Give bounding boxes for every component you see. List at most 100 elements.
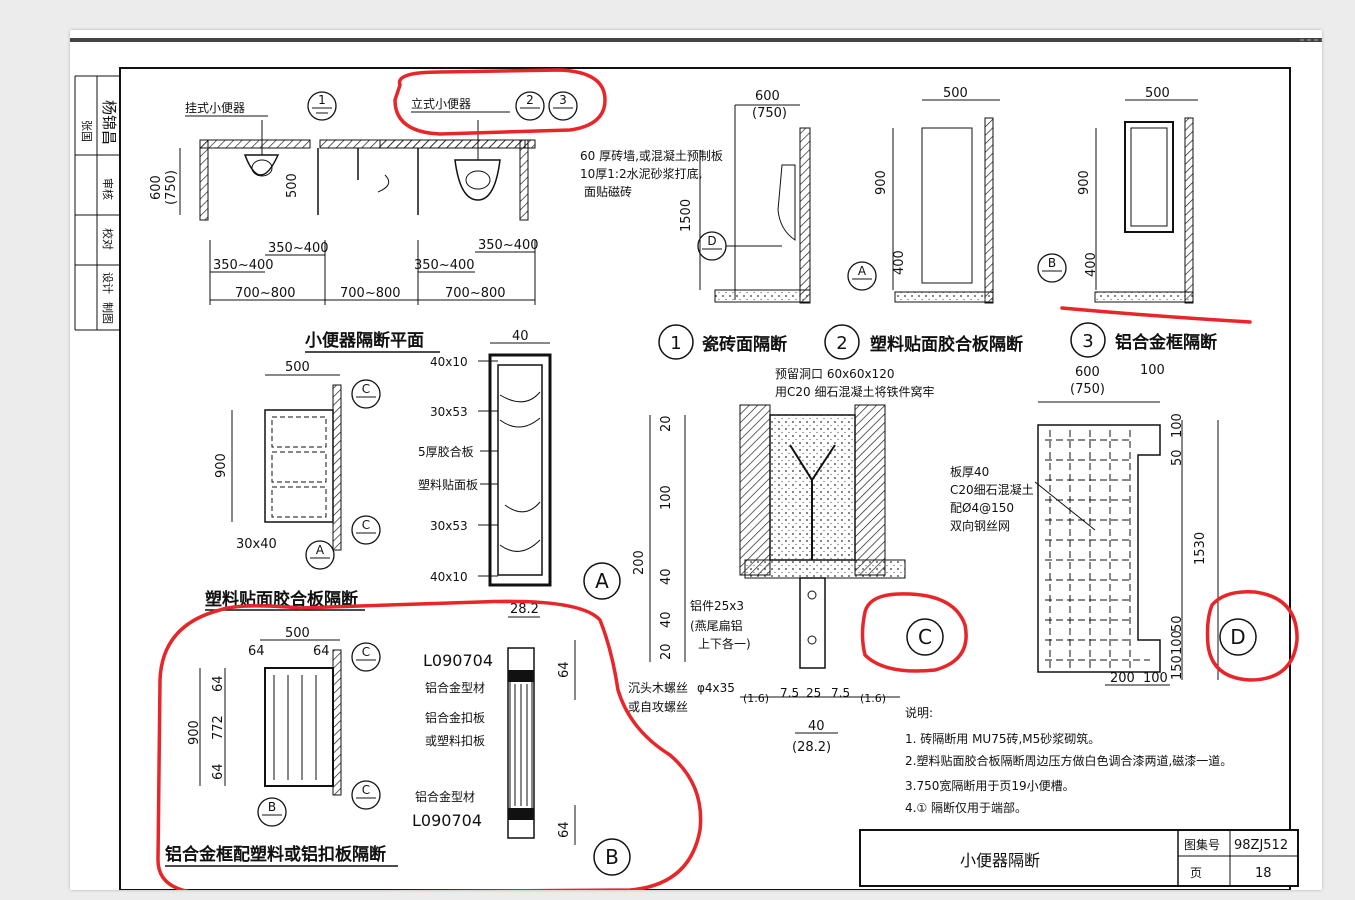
detD-l3: 配Ø4@150 bbox=[950, 501, 1014, 515]
notes-block: 说明: 1. 砖隔断用 MU75砖,M5砂浆砌筑。 2.塑料贴面胶合板隔断周边压… bbox=[905, 705, 1232, 815]
note-3: 3.750宽隔断用于页19小便槽。 bbox=[905, 778, 1075, 793]
secB-dim-64a: 64 bbox=[557, 661, 572, 678]
secB-tag: B bbox=[605, 845, 619, 869]
callout-1-label: 1 bbox=[318, 93, 326, 107]
secA-dim-40: 40 bbox=[512, 329, 529, 344]
detC-iron3: 上下各一) bbox=[698, 636, 751, 651]
dim-700-800-c: 700~800 bbox=[445, 286, 506, 301]
detC-screw1: 沉头木螺丝 bbox=[628, 681, 688, 695]
red-markup bbox=[156, 68, 1299, 895]
elev2-dim-500: 500 bbox=[943, 86, 968, 101]
detD-dim-750: (750) bbox=[1070, 382, 1105, 397]
elev2-dim-400: 400 bbox=[892, 250, 907, 275]
secA-l3: 5厚胶合板 bbox=[418, 444, 474, 459]
secB-l4: 铝合金型材 bbox=[415, 789, 475, 804]
elev3-tag-b: B bbox=[1048, 256, 1056, 270]
dim-350-400-c: 350~400 bbox=[478, 238, 539, 253]
detD-dim-100: 100 bbox=[1140, 363, 1165, 378]
secB-l1: 铝合金型材 bbox=[425, 680, 485, 695]
detD-dim-600: 600 bbox=[1075, 365, 1100, 380]
elev1-tag-d: D bbox=[707, 234, 716, 248]
secB-dim-64b: 64 bbox=[557, 821, 572, 838]
title-block: 小便器隔断 图集号 98ZJ512 页 18 bbox=[859, 829, 1299, 887]
secA-l2: 30x53 bbox=[430, 405, 468, 419]
detC-iron2: (燕尾扁铝 bbox=[690, 618, 743, 633]
dim-500: 500 bbox=[285, 173, 300, 198]
side-role4: 制图 bbox=[101, 302, 114, 324]
drawing-canvas: 张国 杨锦昌 审核 校对 设计 制图 挂式小便器 1 立式小便器 2 bbox=[70, 38, 1322, 895]
elev2-tag-a: A bbox=[858, 264, 867, 278]
dim-700-800-a: 700~800 bbox=[235, 286, 296, 301]
detD-tag: D bbox=[1230, 625, 1245, 649]
side-sig1: 张国 bbox=[80, 120, 93, 142]
secB-l3: 或塑料扣板 bbox=[425, 733, 485, 748]
side-role3: 设计 bbox=[101, 272, 114, 294]
title-page-label: 页 bbox=[1190, 866, 1202, 880]
secB-dim-28: 28.2 bbox=[510, 602, 539, 617]
partition-elevations: 600 (750) 1500 60 厚砖墙,或混凝土预制板 10厚1:2水泥砂浆… bbox=[580, 86, 1217, 360]
detC-screw2: 或自攻螺丝 bbox=[628, 700, 688, 714]
note-2: 2.塑料贴面胶合板隔断周边压方做白色调合漆两道,磁漆一道。 bbox=[905, 753, 1232, 768]
detC-iron1: 铝件25x3 bbox=[690, 598, 744, 613]
detD-dim-150: 150 bbox=[1170, 655, 1185, 680]
markup-circle-c bbox=[860, 592, 968, 673]
secB-code-bot: L090704 bbox=[412, 811, 482, 830]
plywood-partition-detail: 500 900 30x40 C C A 塑料贴面胶合板隔断 bbox=[205, 360, 381, 611]
markup-underline-cap3 bbox=[1060, 306, 1252, 324]
callout-3-label: 3 bbox=[559, 93, 567, 107]
al-tag-c2: C bbox=[362, 783, 370, 797]
cap1-text: 瓷砖面隔断 bbox=[702, 334, 787, 355]
drawing-sheet: 张国 杨锦昌 审核 校对 设计 制图 挂式小便器 1 立式小便器 2 bbox=[70, 30, 1322, 895]
secB-code-top: L090704 bbox=[423, 651, 493, 670]
secA-l4: 塑料贴面板 bbox=[418, 477, 478, 492]
section-a-detail: 40 40x10 30x53 5厚胶合板 塑料贴面板 30x53 40x10 A bbox=[418, 329, 621, 600]
elev1-dim-600: 600 bbox=[755, 89, 780, 104]
note-4: 4.① 隔断仅用于端部。 bbox=[905, 800, 1027, 815]
detD-dim-50: 50 bbox=[1170, 449, 1185, 466]
detC-dim-20a: 20 bbox=[659, 415, 674, 432]
detD-dim-1530: 1530 bbox=[1193, 532, 1208, 565]
detC-dim-25: 25 bbox=[806, 686, 821, 700]
cap2-text: 塑料贴面胶合板隔断 bbox=[870, 334, 1023, 355]
elev3-dim-500: 500 bbox=[1145, 86, 1170, 101]
secB-l2: 铝合金扣板 bbox=[425, 710, 485, 725]
detC-dim-40b: 40 bbox=[659, 611, 674, 628]
elev2-dim-900: 900 bbox=[874, 170, 889, 195]
cap1-num: 1 bbox=[670, 333, 681, 354]
detD-dim-200: 200 bbox=[1110, 671, 1135, 686]
detD-dim-50b: 50 bbox=[1170, 615, 1185, 632]
aluminum-partition-detail: 500 64 64 900 64 772 64 C C B 铝合金框配塑料或铝扣… bbox=[165, 626, 398, 867]
label-wall-urinal: 挂式小便器 bbox=[185, 101, 245, 115]
dim-700-800-b: 700~800 bbox=[340, 286, 401, 301]
al-dim-500: 500 bbox=[285, 626, 310, 641]
al-dim-64b: 64 bbox=[313, 644, 330, 659]
markup-outline-aluminum bbox=[156, 599, 703, 895]
detC-tag: C bbox=[918, 625, 932, 649]
detail-d: 600 (750) 100 50 100 1530 50 100 150 200… bbox=[950, 363, 1257, 686]
cap2-num: 2 bbox=[836, 333, 847, 354]
elev1-note3: 面贴磁砖 bbox=[584, 184, 632, 199]
title-page-no: 18 bbox=[1255, 866, 1272, 881]
notes-heading: 说明: bbox=[905, 705, 933, 720]
cap3-text: 铝合金框隔断 bbox=[1115, 332, 1217, 353]
al-dim-64v1: 64 bbox=[211, 675, 226, 692]
detC-dim-100: 100 bbox=[659, 485, 674, 510]
al-dim-64v2: 64 bbox=[211, 763, 226, 780]
al-tag-c1: C bbox=[362, 645, 370, 659]
callout-1-circle bbox=[307, 91, 337, 121]
al-title: 铝合金框配塑料或铝扣板隔断 bbox=[165, 844, 386, 865]
title-atlas-label: 图集号 bbox=[1184, 837, 1220, 852]
callout-3-circle bbox=[548, 91, 578, 121]
title-atlas-no: 98ZJ512 bbox=[1234, 838, 1288, 853]
elev3-dim-900: 900 bbox=[1077, 170, 1092, 195]
detC-dim-40a: 40 bbox=[659, 568, 674, 585]
detC-dim-200: 200 bbox=[632, 550, 647, 575]
elev3-dim-400: 400 bbox=[1084, 252, 1099, 277]
ply-tag-a: A bbox=[316, 543, 325, 557]
urinal-partition-plan: 挂式小便器 1 立式小便器 2 3 600 (750) 500 350~400 … bbox=[149, 91, 578, 353]
detD-l2: C20细石混凝土 bbox=[950, 482, 1034, 497]
dim-350-400-d: 350~400 bbox=[414, 258, 475, 273]
detC-dim-40w: 40 bbox=[808, 719, 825, 734]
secA-l1: 40x10 bbox=[430, 355, 468, 369]
markup-circle-stand-urinal bbox=[393, 68, 607, 136]
